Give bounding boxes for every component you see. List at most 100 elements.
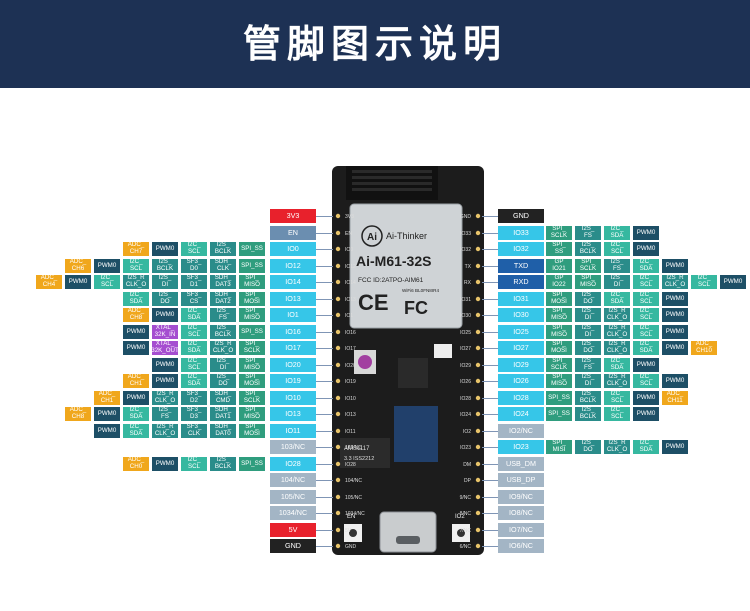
board-pin-label: RX: [464, 280, 472, 286]
right-pin-usb-dm: USB_DM: [498, 457, 544, 471]
left-pin-io13: IO13: [270, 407, 316, 421]
left-func-spi: SPI_SS: [239, 457, 265, 471]
right-pin-io29: IO29: [498, 358, 544, 372]
left-func-spi: SPI_SS: [239, 325, 265, 339]
left-func-spi: SPI_SS: [239, 242, 265, 256]
right-func-pwm: PWM0: [662, 308, 688, 322]
left-pin-wire: [316, 464, 333, 465]
left-pin-1034-nc: 1034/NC: [270, 506, 316, 520]
right-func-spi: SPI_SS: [546, 407, 572, 421]
left-pin-io19: IO19: [270, 374, 316, 388]
right-func-i2c: I2C_ SCL: [633, 275, 659, 289]
left-func-spi: SPI_ MOSI: [239, 374, 265, 388]
board-pin-label: IO26: [460, 379, 471, 385]
right-func-spi: SPI_ SCLK: [575, 259, 601, 273]
left-pin-gnd: GND: [270, 539, 316, 553]
left-func-i2s: SF3_ CS: [181, 292, 207, 306]
board-pin-label: 1034/NC: [345, 511, 365, 517]
left-pad: [335, 279, 341, 285]
right-func-i2s: I2S_R CLK_O: [604, 374, 630, 388]
right-func-spi: SPI_ MOSI: [546, 292, 572, 306]
left-pin-105-nc: 105/NC: [270, 490, 316, 504]
left-func-i2s: I2S_ BCLK: [210, 457, 236, 471]
right-pad: [475, 345, 481, 351]
right-func-pwm: PWM0: [662, 325, 688, 339]
right-pin-rxd: RXD: [498, 275, 544, 289]
right-pad: [475, 477, 481, 483]
board-pin-label: IO19: [345, 379, 356, 385]
left-func-i2s: SF3_ D3: [181, 407, 207, 421]
right-pin-io7-nc: IO7/NC: [498, 523, 544, 537]
right-pin-wire: [482, 332, 498, 333]
board-pin-label: IO32: [460, 247, 471, 253]
left-pad: [335, 494, 341, 500]
left-func-pwm: PWM0: [152, 308, 178, 322]
left-pin-io20: IO20: [270, 358, 316, 372]
right-func-i2s: I2S_R CLK_O: [604, 440, 630, 454]
left-pin-wire: [316, 315, 333, 316]
board-pin-label: IO11: [345, 429, 356, 435]
left-func-spi: SPI_ MISO: [239, 275, 265, 289]
left-pin-io10: IO10: [270, 391, 316, 405]
right-pin-io26: IO26: [498, 374, 544, 388]
right-pin-wire: [482, 546, 498, 547]
left-pin-wire: [316, 546, 333, 547]
right-func-i2s: I2S_ FS: [575, 358, 601, 372]
left-pad: [335, 411, 341, 417]
right-pad: [475, 378, 481, 384]
board-pin-label: 105/NC: [345, 495, 362, 501]
left-func-i2c: I2C_ SDA: [181, 341, 207, 355]
right-func-i2c: I2C_ SDA: [633, 259, 659, 273]
right-pin-wire: [482, 315, 498, 316]
left-func-i2c: I2C_ SDA: [181, 374, 207, 388]
regulator-ic: [340, 438, 390, 468]
board-pin-label: 7/NC: [460, 528, 472, 534]
left-func-i2c: I2C_ SDA: [123, 407, 149, 421]
left-pin-3v3: 3V3: [270, 209, 316, 223]
pin-dots: [335, 213, 481, 549]
right-func-i2c: I2C_ SDA: [604, 226, 630, 240]
left-pin-io28: IO28: [270, 457, 316, 471]
left-func-i2s: I2S_R CLK_O: [152, 391, 178, 405]
right-func-pwm: PWM0: [662, 259, 688, 273]
page-title: 管脚图示说明: [242, 22, 507, 66]
right-func-pwm: PWM0: [720, 275, 746, 289]
io2-button-cap[interactable]: [457, 529, 465, 537]
right-pin-io33: IO33: [498, 226, 544, 240]
board-pin-label: 104/NC: [345, 478, 362, 484]
right-pad: [475, 428, 481, 434]
right-func-i2c: I2C_ SCL: [633, 374, 659, 388]
right-func-spi: SPI_ MISO: [546, 308, 572, 322]
en-button-cap[interactable]: [349, 529, 357, 537]
right-pin-wire: [482, 447, 498, 448]
right-pin-wire: [482, 249, 498, 250]
right-func-spi: GP IO21: [546, 259, 572, 273]
board-pin-label: IO13: [345, 297, 356, 303]
left-pin-io13: IO13: [270, 292, 316, 306]
right-pin-io31: IO31: [498, 292, 544, 306]
right-func-pwm: PWM0: [662, 374, 688, 388]
left-pad: [335, 345, 341, 351]
left-pin-wire: [316, 365, 333, 366]
board-pin-label: IO16: [345, 330, 356, 336]
right-func-i2s: I2S_ DO: [575, 341, 601, 355]
board-pin-label: IO2: [463, 429, 471, 435]
right-func-i2c: I2C_ SCL: [633, 325, 659, 339]
left-func-i2s: SDH_ DAT0: [210, 424, 236, 438]
board-pin-label: DP: [464, 478, 472, 484]
right-pad: [475, 411, 481, 417]
right-pin-io8-nc: IO8/NC: [498, 506, 544, 520]
right-pad: [475, 494, 481, 500]
left-pin-wire: [316, 381, 333, 382]
right-pin-wire: [482, 480, 498, 481]
right-func-pwm: PWM0: [633, 226, 659, 240]
right-func-spi: SPI_ MISI: [546, 440, 572, 454]
right-pin-wire: [482, 299, 498, 300]
right-pin-wire: [482, 464, 498, 465]
right-pad: [475, 543, 481, 549]
right-func-spi: SPI_ SCLK: [546, 358, 572, 372]
left-func-i2s: I2S_ BCLK: [152, 259, 178, 273]
left-func-adc: ADC_ CH1: [94, 391, 120, 405]
left-pad: [335, 510, 341, 516]
board-pin-label: 103/NC: [345, 445, 362, 451]
